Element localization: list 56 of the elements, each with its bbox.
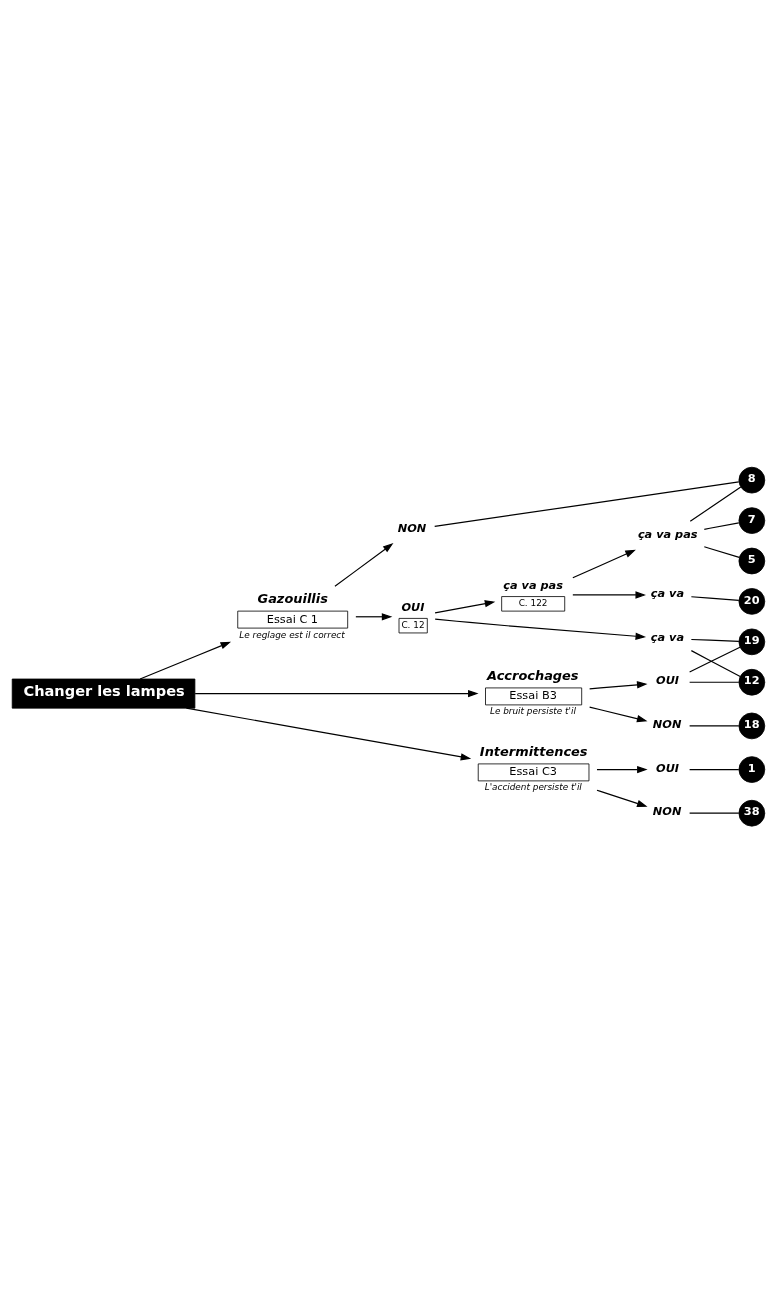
node-text: ça va: [650, 587, 685, 601]
arrow: [572, 591, 646, 599]
node-circle: 18: [738, 712, 766, 740]
node-box: C. 12: [398, 618, 428, 634]
connector: [703, 546, 740, 558]
node-circle: 38: [738, 799, 766, 827]
node-box: Essai C3: [477, 763, 590, 782]
connector: [689, 812, 740, 814]
connector: [690, 596, 740, 602]
node-circle: 1: [738, 756, 766, 783]
connector: [689, 681, 740, 683]
connector: [689, 725, 740, 727]
arrow: [589, 706, 648, 723]
node-text: OUI: [656, 761, 680, 775]
node-label: Le bruit persiste t'il: [489, 706, 576, 717]
node-label: Le reglage est il correct: [239, 629, 345, 640]
node-circle: 5: [738, 547, 766, 575]
arrow: [334, 543, 394, 587]
node-text: NON: [652, 718, 682, 732]
arrow: [185, 707, 472, 761]
node-label: Accrochages: [487, 667, 579, 683]
connector: [689, 646, 741, 673]
arrow: [596, 789, 648, 808]
node-circle: 12: [738, 668, 766, 696]
node-circle: 7: [738, 507, 766, 534]
node-text: OUI: [656, 674, 680, 688]
arrow: [596, 765, 648, 774]
connector: [689, 486, 742, 522]
connector: [434, 481, 740, 527]
node-label: Gazouillis: [257, 590, 328, 606]
arrow: [355, 613, 393, 621]
arrow: [139, 641, 232, 680]
connector: [689, 768, 740, 771]
node-circle: 8: [738, 466, 766, 494]
node-text: NON: [652, 805, 682, 819]
arrow: [434, 618, 647, 640]
connector: [703, 522, 740, 530]
node-box: Changer les lampes: [11, 678, 196, 709]
node-text: ça va pas: [637, 528, 698, 542]
node-circle: 20: [738, 588, 766, 615]
node-circle: 19: [738, 628, 766, 656]
node-label: OUI: [401, 601, 425, 615]
arrow: [572, 549, 636, 579]
node-text: NON: [397, 521, 427, 535]
node-text: ça va: [650, 630, 685, 644]
connector: [690, 638, 740, 642]
connector: [690, 650, 741, 678]
node-box: Essai C 1: [237, 610, 349, 629]
node-label: Intermittences: [479, 743, 588, 759]
arrow: [589, 681, 648, 690]
node-label: ça va pas: [503, 579, 563, 593]
arrow: [194, 689, 479, 698]
node-box: Essai B3: [485, 687, 583, 706]
node-box: C. 122: [501, 596, 566, 612]
arrow: [434, 600, 496, 614]
node-label: L'accident persiste t'il: [484, 782, 582, 793]
